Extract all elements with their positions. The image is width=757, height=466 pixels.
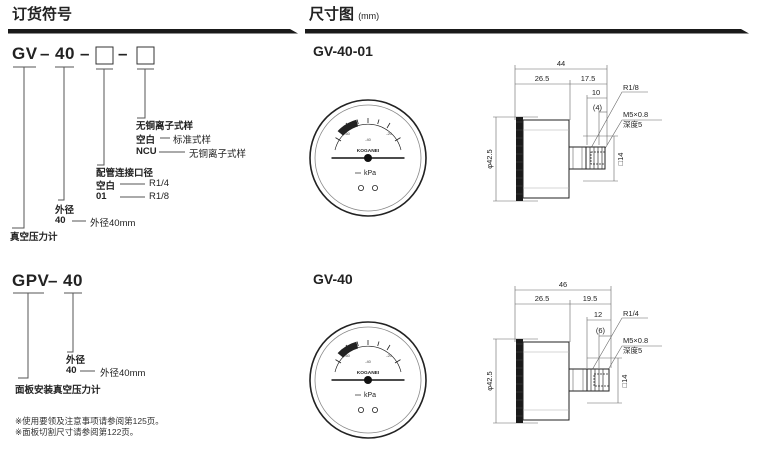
port-opt-blank-desc: R1/4 [149,178,170,189]
port-opt-01-code: 01 [96,191,107,202]
gv-dash-3: – [118,44,128,63]
drawing-1-svg: -40 -60 -20 KOGANEI kPa [309,60,662,217]
gpv-size: 40 [63,271,83,290]
note-panel-cut: ※面板切割尺寸请参阅第122页。 [15,427,139,437]
dim-depth: 深度5 [623,345,642,355]
note-usage: ※使用要领及注意事项请参阅第125页。 [15,416,164,426]
gpv-code-prefix: GPV [12,271,50,290]
dim-total: 46 [559,280,567,289]
dim-title-bar [305,29,749,34]
side-case [522,341,570,421]
od-code: 40 [55,215,66,226]
port-code-box [95,46,114,65]
gpv-od-code: 40 [66,365,77,376]
dim-hex: □14 [620,375,629,388]
gpv-product-name: 面板安装真空压力计 [15,385,101,396]
svg-text:-20: -20 [386,353,393,358]
side-thread [586,368,610,392]
dimension-unit: (mm) [358,11,380,21]
gv-code-prefix: GV [12,44,38,63]
dim-hex: □14 [616,153,625,166]
dim-fitting: 17.5 [581,74,596,83]
port-opt-blank-code: 空白 [96,181,116,192]
dim-paren: (4) [593,103,603,112]
side-bezel [516,117,523,201]
ion-opt-ncu-desc: 无铜离子式样 [189,149,247,160]
drawing-2-model: GV-40 [313,271,353,287]
ion-group-title: 无铜离子式样 [136,121,194,132]
port-group-title: 配管连接口径 [96,168,154,179]
ion-opt-ncu-code: NCU [136,146,157,157]
dim-body: 26.5 [535,294,550,303]
svg-text:-20: -20 [386,131,393,136]
od-desc: 外径40mm [90,218,136,229]
dimension-title-text: 尺寸图 [309,6,355,23]
gpv-od-desc: 外径40mm [100,368,146,379]
gpv-leader-lines [13,292,95,379]
dim-thread-len: 12 [594,310,602,319]
order-title-bar [8,29,298,34]
gauge-unit: kPa [364,170,376,177]
svg-text:-60: -60 [344,353,351,358]
gv-dash-1: – [40,44,50,63]
gauge-red-zone [337,341,359,358]
side-bezel [516,339,523,423]
drawing-1-model: GV-40-01 [313,43,373,59]
gauge-unit: kPa [364,392,376,399]
dimension-title: 尺寸图 (mm) [309,3,379,24]
gauge-front-2: -40 -60 -20 KOGANEI kPa [309,321,427,439]
ion-opt-blank-code: 空白 [136,135,156,146]
svg-text:-40: -40 [365,137,372,142]
ion-opt-blank-desc: 标准式样 [173,135,212,146]
gv-size: 40 [55,44,75,63]
order-code-title: 订货符号 [12,6,73,23]
dim-tap: M5×0.8 [623,336,648,345]
gauge-front-1: -40 -60 -20 KOGANEI kPa [309,99,427,217]
drawing-2-svg: -40 -60 -20 KOGANEI kPa [309,280,662,439]
gpv-od-title: 外径 [66,355,86,366]
gauge-brand: KOGANEI [357,370,380,376]
dim-body: 26.5 [535,74,550,83]
gv-leader-lines [12,46,185,229]
gauge-side-2: 46 26.5 19.5 12 (6) R1/4 M5×0.8 深度5 φ42.… [485,280,662,424]
dim-total: 44 [557,60,565,68]
side-hex [568,368,588,392]
gv-dash-2: – [80,44,90,63]
od-group-title: 外径 [55,205,75,216]
svg-text:-60: -60 [344,131,351,136]
gpv-dash: – [48,271,58,290]
side-case [522,119,570,199]
dim-diameter: φ42.5 [485,149,494,168]
gauge-side-1: 44 26.5 17.5 10 (4) R1/8 M5×0.8 深度5 φ42.… [485,60,662,202]
header-bars [8,29,749,34]
svg-text:-40: -40 [365,359,372,364]
gauge-brand: KOGANEI [357,148,380,154]
dim-tap: M5×0.8 [623,110,648,119]
gauge-red-zone [337,119,359,136]
dim-depth: 深度5 [623,119,642,129]
gv-product-name: 真空压力计 [10,232,58,243]
ion-code-box [136,46,155,65]
dim-fitting: 19.5 [583,294,598,303]
dim-port: R1/8 [623,83,639,92]
side-hex [568,146,587,170]
dim-diameter: φ42.5 [485,371,494,390]
port-opt-01-desc: R1/8 [149,191,170,202]
dim-paren: (6) [596,326,606,335]
dim-port: R1/4 [623,309,639,318]
dim-thread-len: 10 [592,88,600,97]
